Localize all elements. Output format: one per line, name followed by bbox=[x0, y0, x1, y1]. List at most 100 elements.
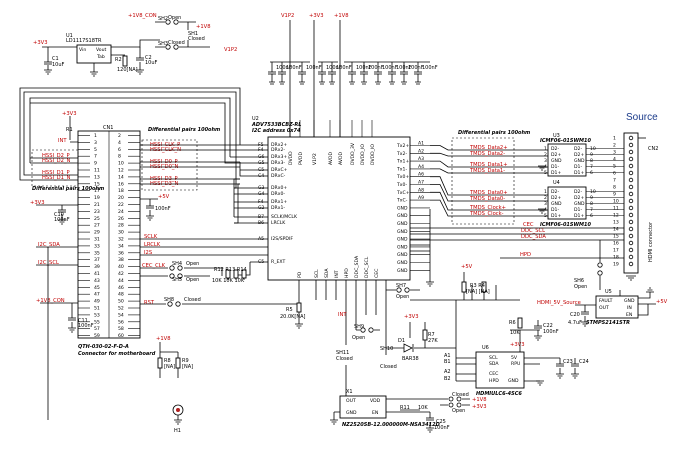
sh1-state: Closed bbox=[188, 36, 205, 42]
sh6-ref: SH6 bbox=[574, 278, 584, 284]
net-1v8-r8-label: +1V8 bbox=[156, 336, 171, 342]
u6-body bbox=[475, 351, 525, 389]
u2-left-pin-label: DRx2- bbox=[271, 147, 285, 153]
cn1-pin-number: 44 bbox=[118, 278, 124, 284]
u6-ref: U6 bbox=[482, 345, 489, 351]
gnd-symbol bbox=[329, 81, 335, 85]
u1-part: LD1117S18TR bbox=[66, 38, 102, 44]
sh8-ref: SH8 bbox=[164, 297, 174, 303]
cn1-pin-number: 60 bbox=[118, 333, 124, 339]
cn1-pin-number: 35 bbox=[94, 250, 100, 256]
net-hdmi5v-label: HDMI_5V_Source bbox=[537, 300, 581, 306]
icmf-right-pin: D1- bbox=[574, 164, 582, 170]
c1-ref: C1 bbox=[52, 56, 59, 62]
cn1-pin-number: 50 bbox=[118, 299, 124, 305]
r6-value: 10K bbox=[510, 330, 520, 336]
u2-bottom-pin-label: CEC bbox=[374, 269, 380, 278]
r3-r4-values: [NA] [NA] bbox=[466, 289, 490, 295]
u2-left-pin-label: DRx3+ bbox=[271, 154, 287, 160]
c1-value: 10uF bbox=[52, 62, 65, 68]
gnd-symbol bbox=[401, 81, 407, 85]
hdmi-pin bbox=[628, 261, 634, 267]
gnd-symbol bbox=[299, 81, 305, 85]
net-3v3-top-label: +3V3 bbox=[309, 13, 324, 19]
hdmi-pin-number: 7 bbox=[613, 178, 616, 184]
u5-en-pin: EN bbox=[626, 312, 632, 318]
icmf-pin-number: 10 bbox=[590, 146, 596, 152]
net-ddc-scl-label: DDC_SCL bbox=[521, 228, 545, 234]
net-1v8con-cn-label: +1V8_CON bbox=[36, 298, 65, 304]
net-int-label: INT bbox=[58, 138, 67, 144]
gnd-symbol bbox=[626, 275, 636, 281]
u2-body bbox=[267, 136, 411, 281]
hdmi-pin-number: 10 bbox=[613, 199, 619, 205]
u2-tmds-pin-id: A3 bbox=[418, 156, 424, 162]
icmf-pin-number: 8 bbox=[590, 158, 593, 164]
cn1-pin-number: 36 bbox=[118, 250, 124, 256]
u2-right-pin-label: GND bbox=[397, 205, 408, 211]
diode-block: +3V3 D1 BAR38 R7 27K bbox=[386, 314, 456, 362]
u6-rpu-pin: RPU bbox=[511, 361, 520, 367]
sh7-ref: SH7 bbox=[396, 283, 406, 289]
u5-part: STMPS2141STR bbox=[586, 320, 630, 326]
sh2-ref: SH2 bbox=[158, 16, 168, 22]
u2-bottom-pin-label: INT bbox=[334, 270, 340, 278]
cn1-pin-number: 22 bbox=[118, 202, 124, 208]
cn1-pin-number: 30 bbox=[118, 230, 124, 236]
icmf-right-pin: D2- bbox=[574, 189, 582, 195]
u6-sda-pin: SDA bbox=[489, 361, 499, 367]
u6-block: +5V R3 R4 [NA] [NA] U6 SCL SDA CEC HPD 5… bbox=[410, 264, 589, 397]
r5-body bbox=[296, 302, 302, 313]
gnd-symbol bbox=[375, 81, 381, 85]
u2-left-pin-label: DRx3- bbox=[271, 160, 285, 166]
cn1-pin-number: 51 bbox=[94, 306, 100, 312]
u2-gnd-symbol bbox=[426, 281, 434, 287]
u2-right-pin-label: GND bbox=[397, 229, 408, 235]
u6-a2-pin: A2 bbox=[444, 369, 451, 375]
c12-value: 100nF bbox=[155, 206, 171, 212]
hdmi-pin bbox=[628, 156, 634, 162]
cn1-pin-number: 37 bbox=[94, 257, 100, 263]
icmf-left-pin: GND bbox=[551, 158, 562, 164]
u3-ref: U3 bbox=[553, 133, 560, 139]
hdmi-pin-number: 6 bbox=[613, 171, 616, 177]
x1-part: NZ2520SB-12.000000M-NSA3412D bbox=[342, 422, 440, 428]
u2-tmds-pin-id: A8 bbox=[418, 187, 424, 193]
hdmi-pin bbox=[628, 177, 634, 183]
decap-value: 100nF bbox=[286, 65, 302, 71]
u2-top-pin-label: AVDD bbox=[328, 151, 334, 165]
cn1-pin-number: 57 bbox=[94, 326, 100, 332]
cn1-pin-number: 20 bbox=[118, 195, 124, 201]
cn1-pin-number: 55 bbox=[94, 319, 100, 325]
hdmi-pin-number: 17 bbox=[613, 248, 619, 254]
sh9-state: Open bbox=[352, 335, 365, 341]
u2-top-pin-label: AVDD bbox=[338, 151, 344, 165]
u2-tmds-pin-id: A1 bbox=[418, 141, 424, 147]
sh3-ref: SH3 bbox=[158, 41, 168, 47]
u2-right-pin-label: Tx0- bbox=[396, 182, 407, 188]
h1-ref: H1 bbox=[174, 428, 181, 434]
tmds-net-label: TMDS_Data0+ bbox=[469, 190, 508, 196]
hdmi-pin-number: 8 bbox=[613, 185, 616, 191]
u4-part: ICMF06-01SWM10 bbox=[540, 222, 591, 228]
r11-ref: R11 bbox=[400, 405, 410, 411]
icmf-pin-number: 10 bbox=[590, 189, 596, 195]
net-hssi-d1n-label: HSSI_D1_N bbox=[42, 175, 70, 181]
r9-ref: R9 bbox=[182, 358, 189, 364]
r7-body bbox=[422, 329, 428, 341]
cn1-pin-number: 10 bbox=[118, 161, 124, 167]
u2-right-pin-label: TxC+ bbox=[396, 190, 410, 196]
x1-en-pin: EN bbox=[372, 410, 378, 416]
gnd-symbol bbox=[538, 208, 546, 214]
u2-tmds-pin-id: A7 bbox=[418, 180, 424, 186]
tmds-trace bbox=[430, 191, 548, 211]
u2-ref: U2 bbox=[252, 116, 259, 122]
sh1-ref: SH1 bbox=[188, 31, 198, 37]
u2-right-pin-label: Tx1- bbox=[396, 166, 407, 172]
cn1-pin-number: 2 bbox=[118, 133, 121, 139]
c11-value: 100nF bbox=[78, 323, 94, 329]
u4-ref: U4 bbox=[553, 180, 560, 186]
cn1-pin-number: 46 bbox=[118, 285, 124, 291]
